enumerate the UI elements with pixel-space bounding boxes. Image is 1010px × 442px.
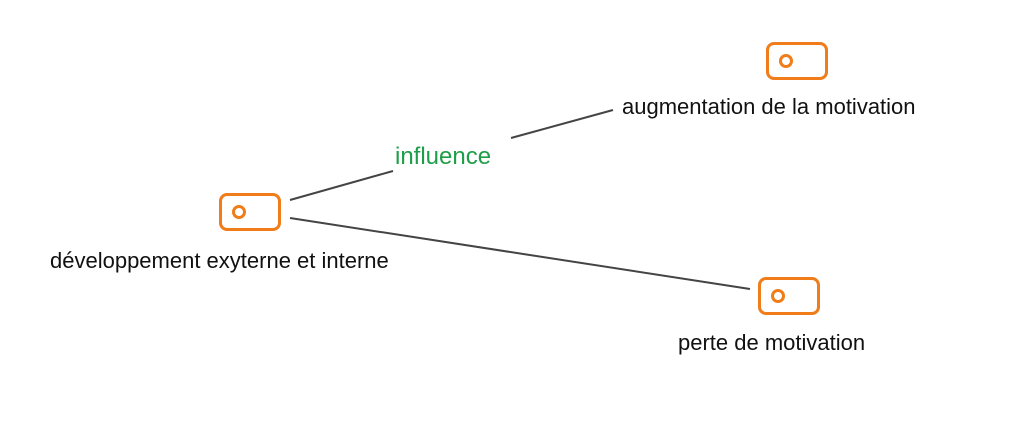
node-dot-icon: [771, 289, 785, 303]
node-label-augmentation[interactable]: augmentation de la motivation: [622, 94, 916, 119]
node-label-developpement[interactable]: développement exyterne et interne: [50, 248, 389, 273]
edge-dev-to-aug-segment-1: [289, 170, 394, 201]
concept-node-icon[interactable]: [766, 42, 828, 80]
edge-label-influence[interactable]: influence: [395, 143, 492, 171]
node-dot-icon: [232, 205, 246, 219]
node-dot-icon: [779, 54, 793, 68]
concept-node-icon[interactable]: [219, 193, 281, 231]
edge-dev-to-aug-segment-2: [510, 109, 614, 139]
concept-node-icon[interactable]: [758, 277, 820, 315]
node-label-perte[interactable]: perte de motivation: [678, 330, 866, 355]
edge-dev-to-perte: [289, 217, 751, 290]
